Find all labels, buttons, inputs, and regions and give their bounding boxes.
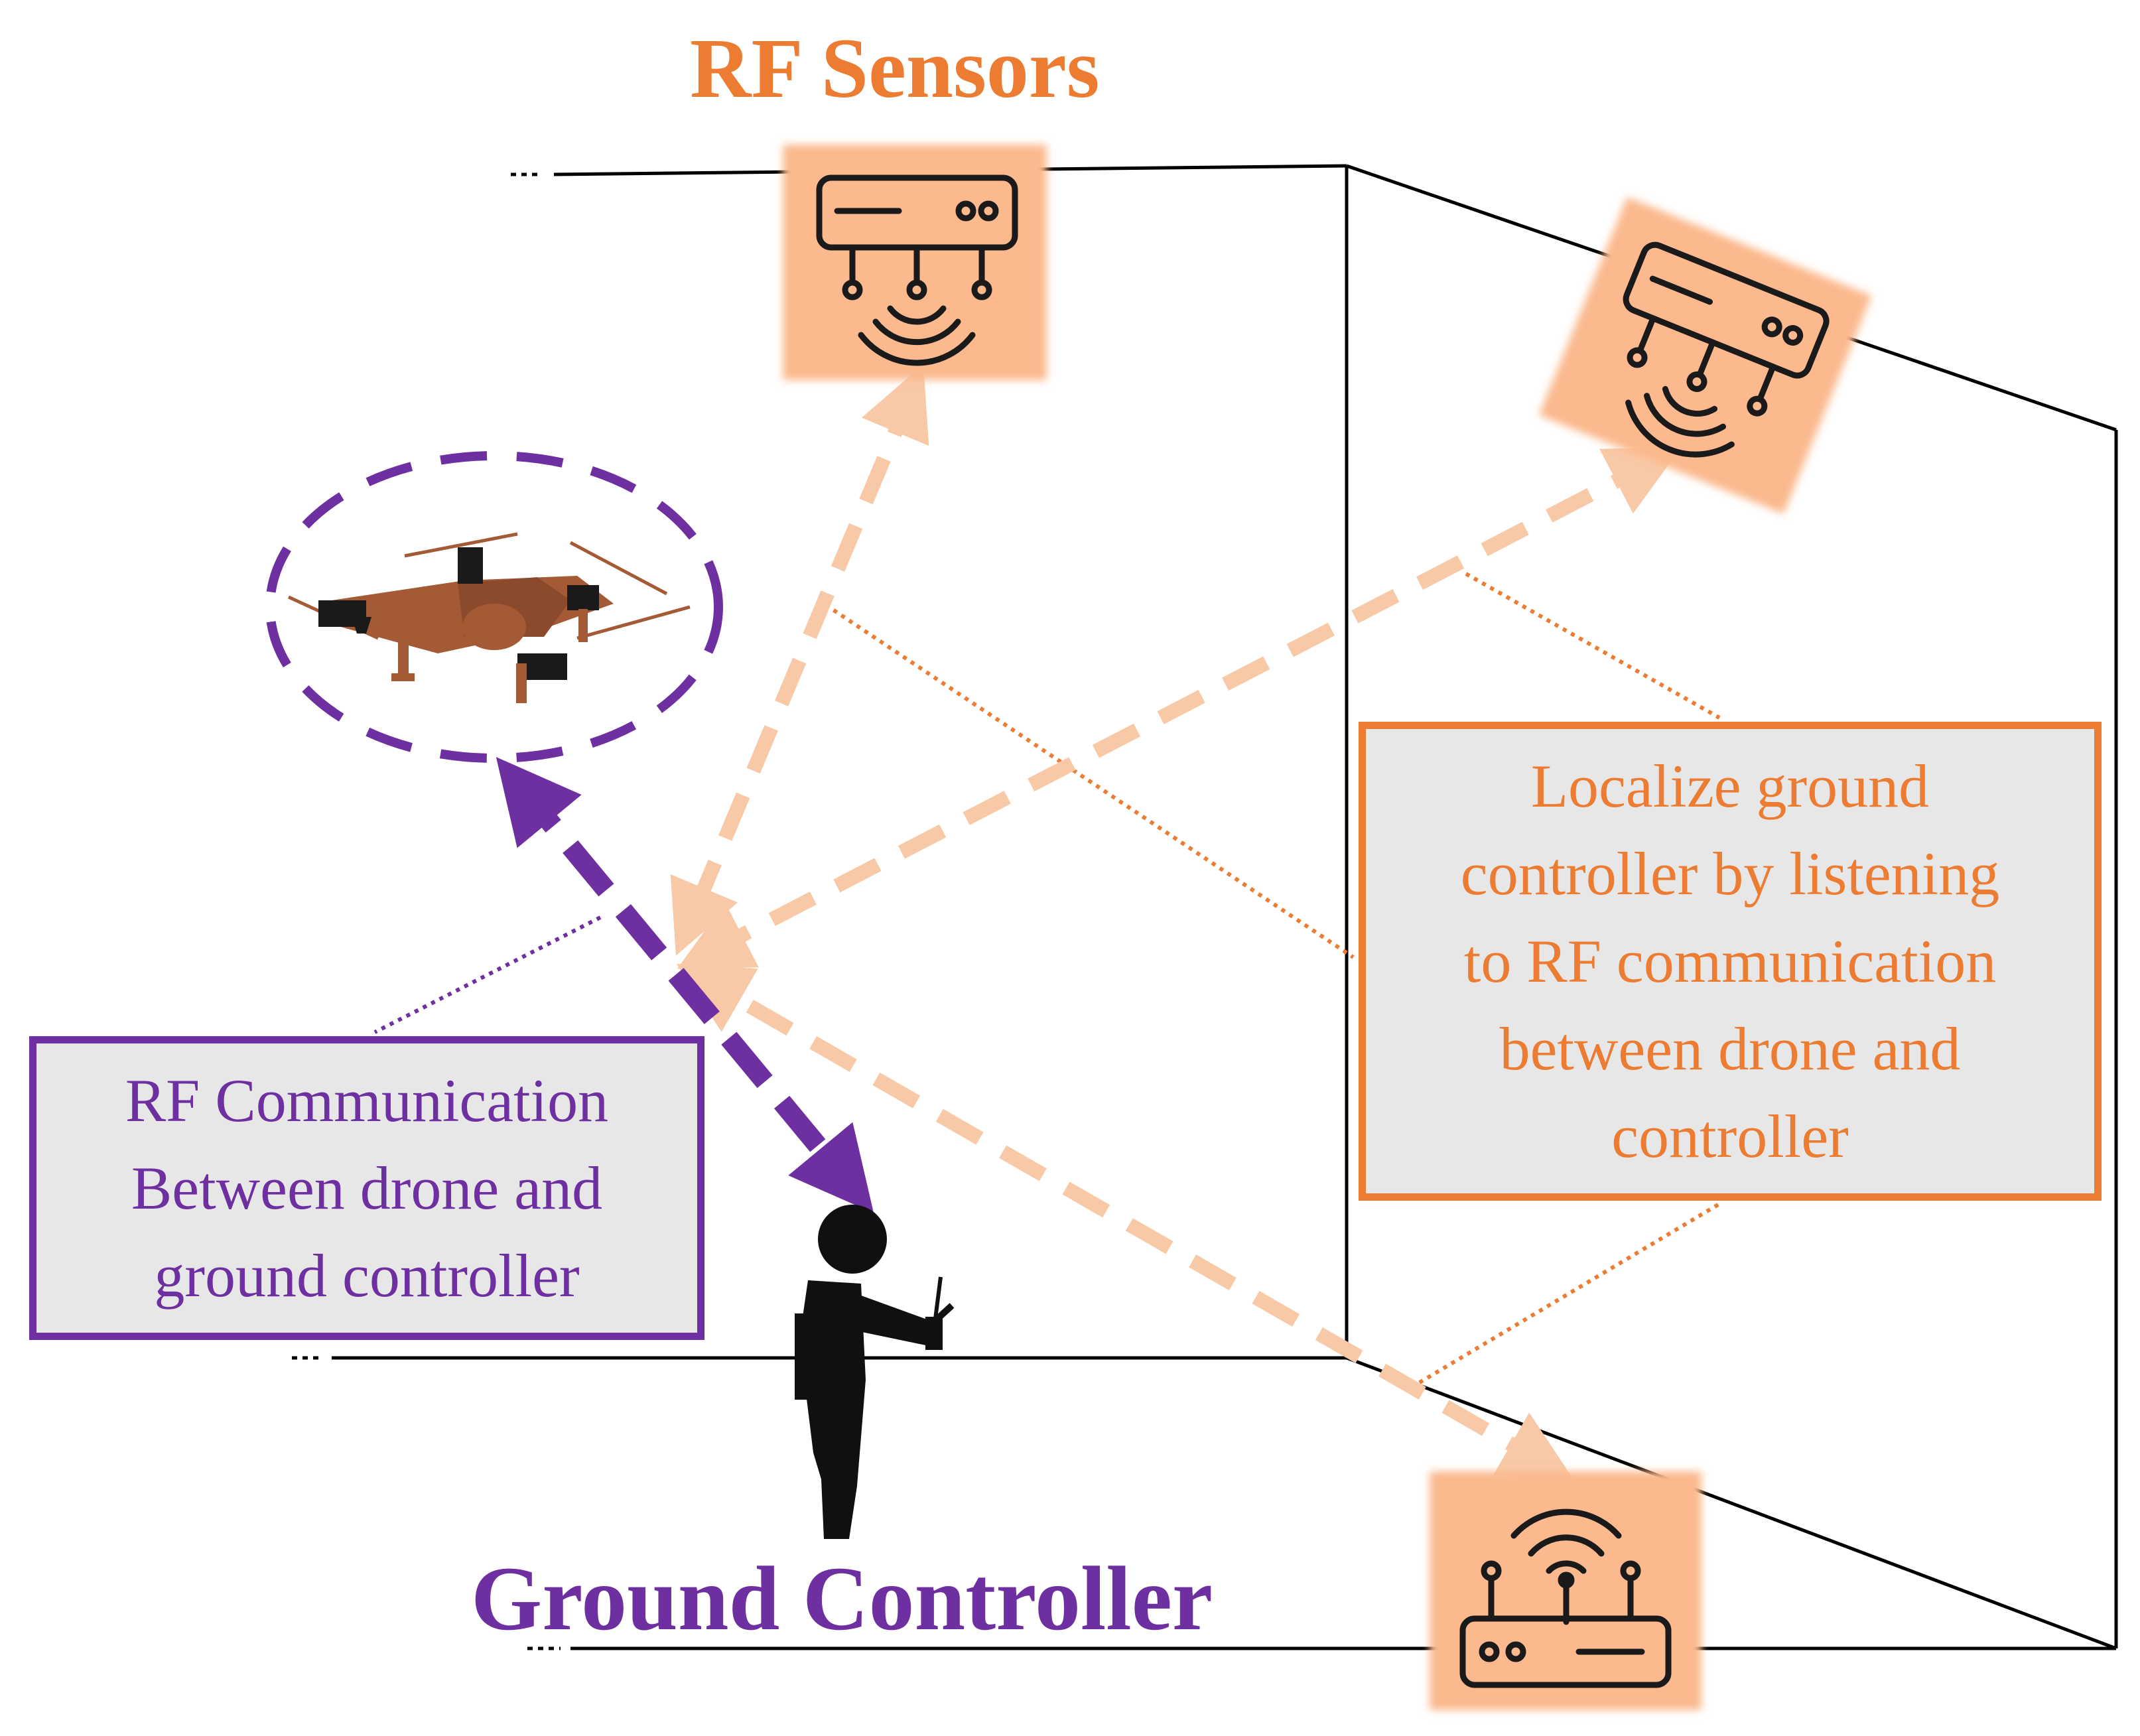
rf-communication-box: RF Communication Between drone and groun…	[29, 1036, 704, 1340]
rf-comm-line-2: Between drone and	[131, 1154, 603, 1222]
rf-communication-arrow	[496, 757, 874, 1213]
rf-comm-leader-line	[373, 915, 602, 1034]
ground-controller-title: Ground Controller	[471, 1548, 1213, 1649]
rf-sensor-icon	[816, 174, 1018, 366]
rf-sensor-icon	[1623, 241, 1830, 458]
rf-comm-line-1: RF Communication	[125, 1067, 609, 1134]
localize-line-2: controller by listening	[1460, 840, 2000, 907]
wifi-router-icon	[1459, 1508, 1672, 1688]
rf-sensor-right	[1538, 196, 1872, 514]
person-with-remote-icon	[795, 1205, 955, 1539]
localize-line-3: to RF communication	[1463, 927, 1997, 995]
localize-box: Localize ground controller by listening …	[1359, 722, 2102, 1201]
drone-highlight-ellipse	[265, 451, 723, 763]
rf-comm-line-3: ground controller	[154, 1242, 580, 1309]
arrow-sensor-top	[670, 364, 929, 956]
rf-sensor-top	[783, 145, 1047, 380]
localize-line-1: Localize ground	[1530, 752, 1930, 820]
router-bottom	[1430, 1471, 1702, 1710]
localize-line-5: controller	[1611, 1102, 1849, 1170]
drone-icon	[287, 532, 691, 703]
localize-line-4: between drone and	[1499, 1015, 1961, 1083]
rf-sensors-title: RF Sensors	[690, 21, 1100, 115]
